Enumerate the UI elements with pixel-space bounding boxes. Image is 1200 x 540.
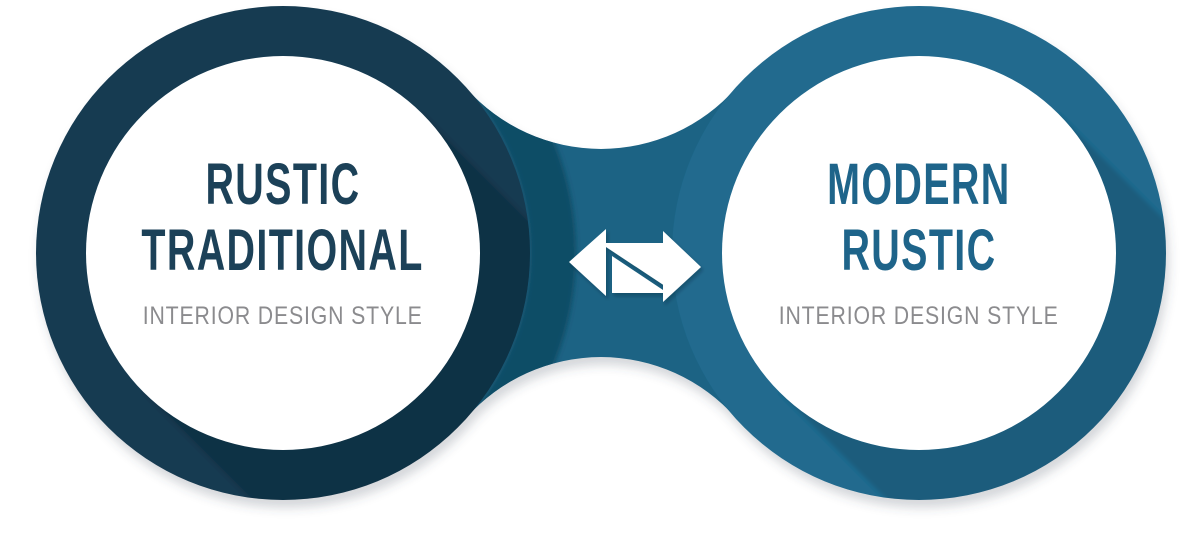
left-inner-circle (86, 56, 480, 450)
right-inner-circle (722, 56, 1116, 450)
connector-band-shadow (466, 88, 576, 418)
right-arrow-icon (612, 231, 701, 302)
left-arrow-icon (569, 229, 668, 296)
figure-eight-silhouette (36, 6, 1166, 500)
swap-arrows-icon (569, 229, 701, 302)
